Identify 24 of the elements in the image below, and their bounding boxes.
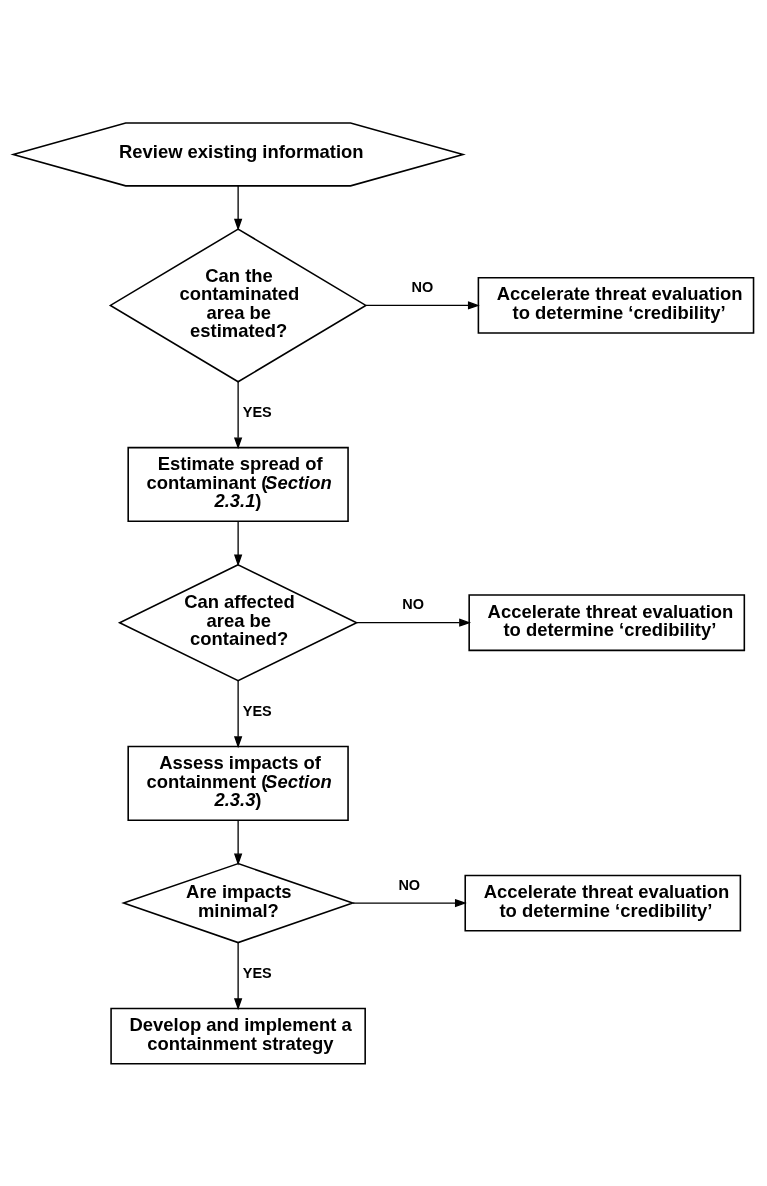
arrow bbox=[352, 898, 467, 907]
node-box: Develop and implement a containment strategy bbox=[110, 1007, 366, 1064]
edge-label: YES bbox=[242, 702, 272, 719]
edge-label: NO bbox=[398, 876, 421, 893]
node-diamond: Can the contaminated area be estimated? bbox=[108, 227, 368, 383]
arrow bbox=[233, 941, 243, 1010]
node-diamond: Can affected area be contained? bbox=[117, 563, 359, 681]
arrow bbox=[233, 380, 243, 449]
arrow bbox=[233, 679, 243, 748]
arrow bbox=[356, 618, 472, 627]
edge-label: YES bbox=[242, 403, 272, 420]
arrow bbox=[233, 184, 243, 231]
node-diamond: Are impacts minimal? bbox=[121, 862, 356, 943]
edge-label: YES bbox=[242, 964, 272, 981]
node-box: Accelerate threat evaluation to determine ‘credibility’ bbox=[464, 874, 742, 932]
arrow bbox=[365, 300, 480, 310]
node-box: Accelerate threat evaluation to determine ‘credibility’ bbox=[477, 276, 755, 334]
arrow bbox=[233, 819, 243, 865]
node-box: Assess impacts of containment (Section 2.3.3) bbox=[127, 745, 349, 821]
edge-label: NO bbox=[411, 278, 434, 295]
node-box: Estimate spread of contaminant (Section 2.3.1) bbox=[127, 446, 349, 522]
arrow bbox=[233, 520, 243, 566]
node-box: Accelerate threat evaluation to determine ‘credibility’ bbox=[468, 593, 746, 651]
edge-label: NO bbox=[402, 595, 425, 612]
